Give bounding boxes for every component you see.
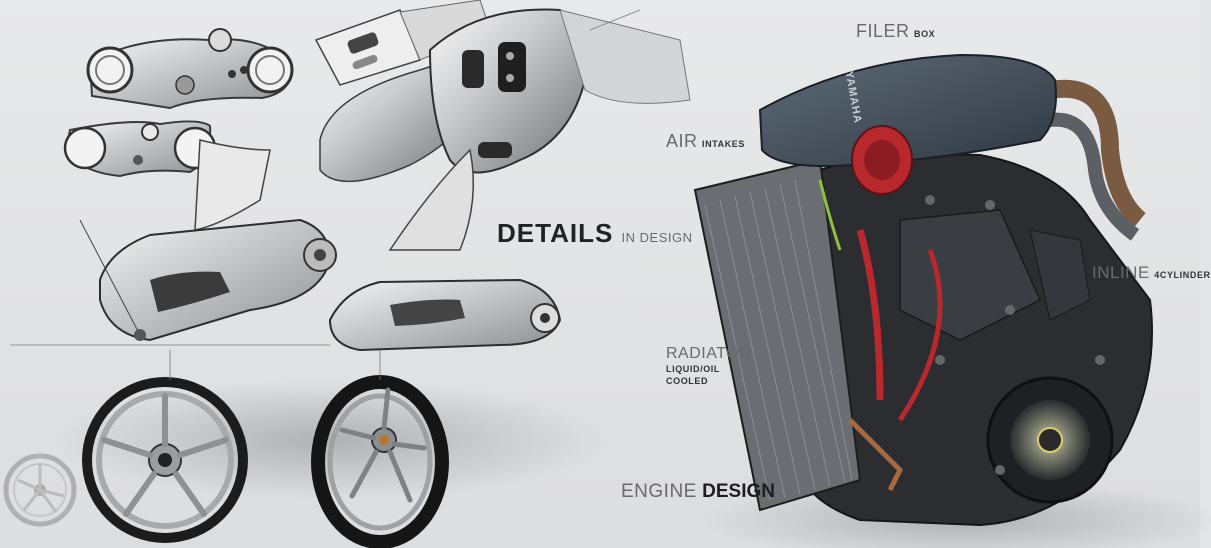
callout-radiator-line1: LIQUID/OIL: [666, 364, 720, 374]
triple-clamp-top: [86, 28, 294, 110]
callout-air-intakes: AIR INTAKES: [666, 132, 745, 151]
engine-design-title: ENGINE DESIGN: [621, 482, 775, 501]
switchgear-render: [319, 8, 691, 183]
switchgear-sketch-small: [314, 0, 491, 86]
callout-filter-box: FILER BOX: [856, 22, 935, 41]
callout-inline-cylinder: INLINE 4CYLINDER: [1092, 264, 1211, 282]
callout-inline-main: INLINE: [1092, 263, 1150, 282]
callout-radiator: RADIATOR LIQUID/OIL COOLED: [666, 346, 751, 386]
engine-design-bold: DESIGN: [702, 481, 775, 502]
swingarm-sketch-1: [79, 139, 337, 342]
headline-main: DETAILS: [497, 218, 614, 248]
wheel-front-view: [82, 377, 248, 543]
wheel-three-quarter-view: [311, 375, 449, 548]
callout-radiator-line2: COOLED: [666, 376, 709, 386]
headline-sub: IN DESIGN: [621, 230, 693, 245]
wheel-small: [3, 453, 77, 527]
callout-filter-sub: BOX: [913, 29, 936, 39]
headline-details: DETAILS IN DESIGN: [497, 220, 693, 246]
callout-radiator-main: RADIATOR: [666, 345, 752, 362]
callout-air-sub: INTAKES: [701, 139, 746, 149]
callout-inline-sub: 4CYLINDER: [1154, 270, 1211, 280]
engine-design-thin: ENGINE: [621, 481, 697, 502]
swingarm-sketch-2: [328, 148, 562, 352]
callout-air-main: AIR: [666, 131, 698, 151]
engine-render: [693, 53, 1153, 527]
triple-clamp-bottom: [63, 120, 217, 178]
callout-filter-main: FILER: [856, 21, 910, 41]
guide-lines: [10, 9, 641, 380]
